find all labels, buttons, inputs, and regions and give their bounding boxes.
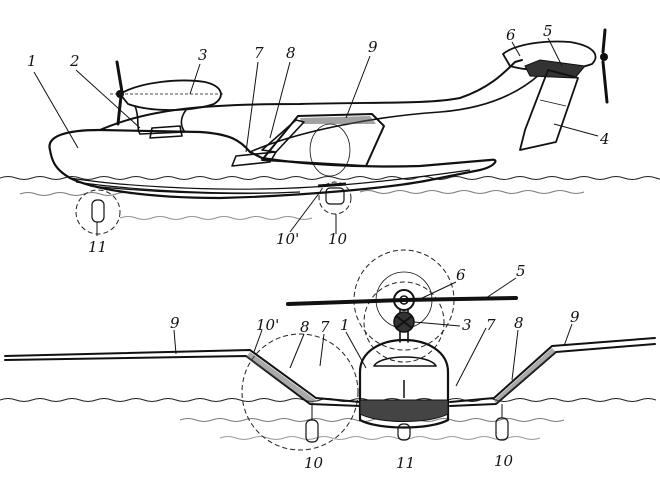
- front-cockpit-window: [373, 356, 437, 367]
- front-rear-nacelle-hub: [399, 295, 409, 305]
- callout-front-3: 3: [462, 316, 472, 334]
- side-rear-spinner: [600, 53, 608, 61]
- callout-front-9-left: 9: [170, 314, 180, 332]
- side-water-surface: [0, 176, 660, 220]
- leader-lines: [33, 37, 599, 387]
- front-fuselage: [358, 338, 450, 429]
- callout-side-11: 11: [88, 238, 107, 256]
- side-hydrofoil-11: [75, 189, 121, 235]
- side-front-pylon: [134, 105, 187, 135]
- callout-front-8-left: 8: [300, 318, 310, 336]
- callout-side-7: 7: [254, 44, 264, 62]
- side-wing-shading: [300, 116, 376, 124]
- callout-side-9: 9: [368, 38, 378, 56]
- callout-front-9-right: 9: [570, 308, 580, 326]
- side-strut: [231, 151, 277, 167]
- front-callouts: 6 5 10' 8 7 1 3 7 8 9 9 10 11 10: [170, 262, 580, 472]
- front-view: [0, 249, 657, 451]
- front-hydrofoil-right: [495, 417, 509, 441]
- callout-front-10-prime: 10': [256, 316, 279, 334]
- front-right-wing-shading: [494, 348, 556, 404]
- callout-side-6: 6: [506, 26, 516, 44]
- front-hull-bottom: [359, 399, 449, 422]
- front-rear-nacelle: [393, 289, 415, 311]
- front-tailplane: [286, 296, 518, 306]
- side-hydrofoil-10-strut: [325, 187, 345, 205]
- callout-side-1: 1: [27, 52, 37, 70]
- side-tail-boom-lower: [249, 73, 541, 153]
- side-hydrofoil-10: [318, 181, 352, 215]
- front-left-wing-shading: [246, 352, 316, 404]
- callout-side-5: 5: [543, 22, 553, 40]
- callout-front-8-right: 8: [514, 314, 524, 332]
- callout-front-7-right: 7: [486, 316, 496, 334]
- side-rear-propeller: [601, 28, 609, 104]
- callout-side-10: 10: [328, 230, 348, 248]
- side-front-pylon-window: [149, 125, 183, 139]
- callout-side-3: 3: [198, 46, 208, 64]
- callout-side-10-prime: 10': [276, 230, 299, 248]
- side-hydrofoil-11-strut: [91, 199, 105, 223]
- side-step: [317, 182, 347, 188]
- front-front-propeller: [395, 315, 413, 329]
- side-wing-float-outline: [309, 123, 351, 177]
- front-hydrofoil-center: [397, 423, 411, 441]
- side-front-nacelle: [119, 79, 222, 111]
- front-right-wing: [449, 337, 656, 407]
- side-hull-bottom-shading: [69, 169, 471, 195]
- front-left-wing: [4, 349, 361, 407]
- callout-front-11: 11: [396, 454, 415, 472]
- callout-side-2: 2: [69, 52, 80, 70]
- side-front-spinner: [116, 90, 124, 98]
- callout-front-1: 1: [340, 316, 350, 334]
- callout-front-10-right: 10: [494, 452, 514, 470]
- side-tail-fin-rib: [539, 99, 567, 107]
- callout-front-10-left: 10: [304, 454, 324, 472]
- side-callouts: 1 2 3 7 8 9 6 5 4 11 10' 10: [27, 22, 610, 256]
- side-tail-fin: [519, 69, 579, 151]
- callout-front-6: 6: [456, 266, 466, 284]
- callout-front-7-left: 7: [320, 318, 330, 336]
- side-hull: [48, 128, 497, 200]
- front-outer-prop-disc: [241, 333, 359, 451]
- side-canopy: [261, 119, 305, 153]
- callout-side-4: 4: [599, 130, 610, 148]
- front-front-prop-disc: [363, 281, 445, 363]
- callout-side-8: 8: [286, 44, 296, 62]
- side-rear-pylon: [524, 59, 586, 79]
- side-view: [0, 28, 660, 235]
- callout-front-5: 5: [516, 262, 526, 280]
